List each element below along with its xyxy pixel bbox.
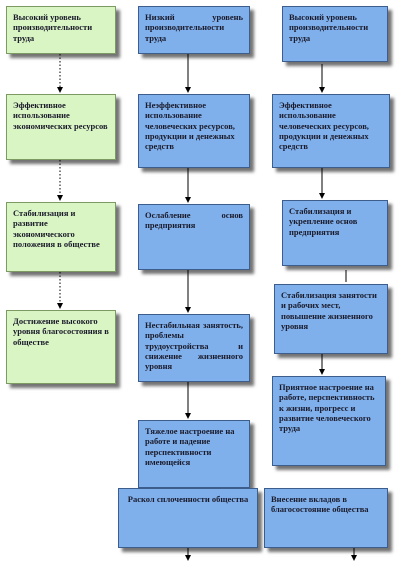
bottom-right-text: Внесение вкладов в благосостояние общест…: [271, 494, 369, 515]
left-box-1: Высокий уровень производительности труда: [6, 6, 116, 54]
right-box-2-text: Эффективное использование человеческих р…: [279, 100, 369, 152]
right-box-3: Стабилизация и укрепление основ предприя…: [282, 200, 388, 266]
middle-box-2-text: Неэффективное использование человеческих…: [145, 100, 235, 152]
middle-box-2: Неэффективное использование человеческих…: [138, 94, 250, 168]
right-box-1-text: Высокий уровень производительности труда: [289, 12, 369, 43]
middle-box-3: Ослабление основ предприятия: [138, 204, 250, 270]
bottom-left-text: Раскол сплоченности общества: [127, 494, 249, 504]
middle-box-1-text: Низкий уровень производительности труда: [145, 12, 243, 43]
left-box-3-text: Стабилизация и развитие экономического п…: [13, 208, 100, 250]
left-box-2-text: Эффективное использование экономических …: [13, 100, 108, 131]
middle-box-4: Нестабильная занятость, проблемы трудоус…: [138, 314, 250, 382]
right-box-2: Эффективное использование человеческих р…: [272, 94, 390, 168]
middle-box-3-text: Ослабление основ предприятия: [145, 210, 243, 231]
left-box-1-text: Высокий уровень производительности труда: [13, 12, 93, 43]
right-box-3-text: Стабилизация и укрепление основ предприя…: [289, 206, 358, 237]
right-box-4: Стабилизация занятости и рабочих мест, п…: [274, 284, 388, 354]
left-box-3: Стабилизация и развитие экономического п…: [6, 202, 116, 272]
right-box-4-text: Стабилизация занятости и рабочих мест, п…: [281, 290, 377, 332]
middle-box-1: Низкий уровень производительности труда: [138, 6, 250, 54]
left-box-2: Эффективное использование экономических …: [6, 94, 116, 160]
middle-box-5: Тяжелое настроение на работе и падение п…: [138, 420, 250, 488]
bottom-left-box: Раскол сплоченности общества: [118, 488, 258, 548]
left-box-4: Достижение высокого уровня благосостояни…: [6, 310, 116, 384]
left-box-4-text: Достижение высокого уровня благосостояни…: [13, 316, 109, 347]
bottom-right-box: Внесение вкладов в благосостояние общест…: [264, 488, 388, 548]
right-box-5-text: Приятное настроение на работе, перспекти…: [279, 382, 375, 434]
right-box-1: Высокий уровень производительности труда: [282, 6, 388, 62]
middle-box-5-text: Тяжелое настроение на работе и падение п…: [145, 426, 235, 468]
right-box-5: Приятное настроение на работе, перспекти…: [272, 376, 386, 466]
middle-box-4-text: Нестабильная занятость, проблемы трудоус…: [145, 320, 243, 372]
